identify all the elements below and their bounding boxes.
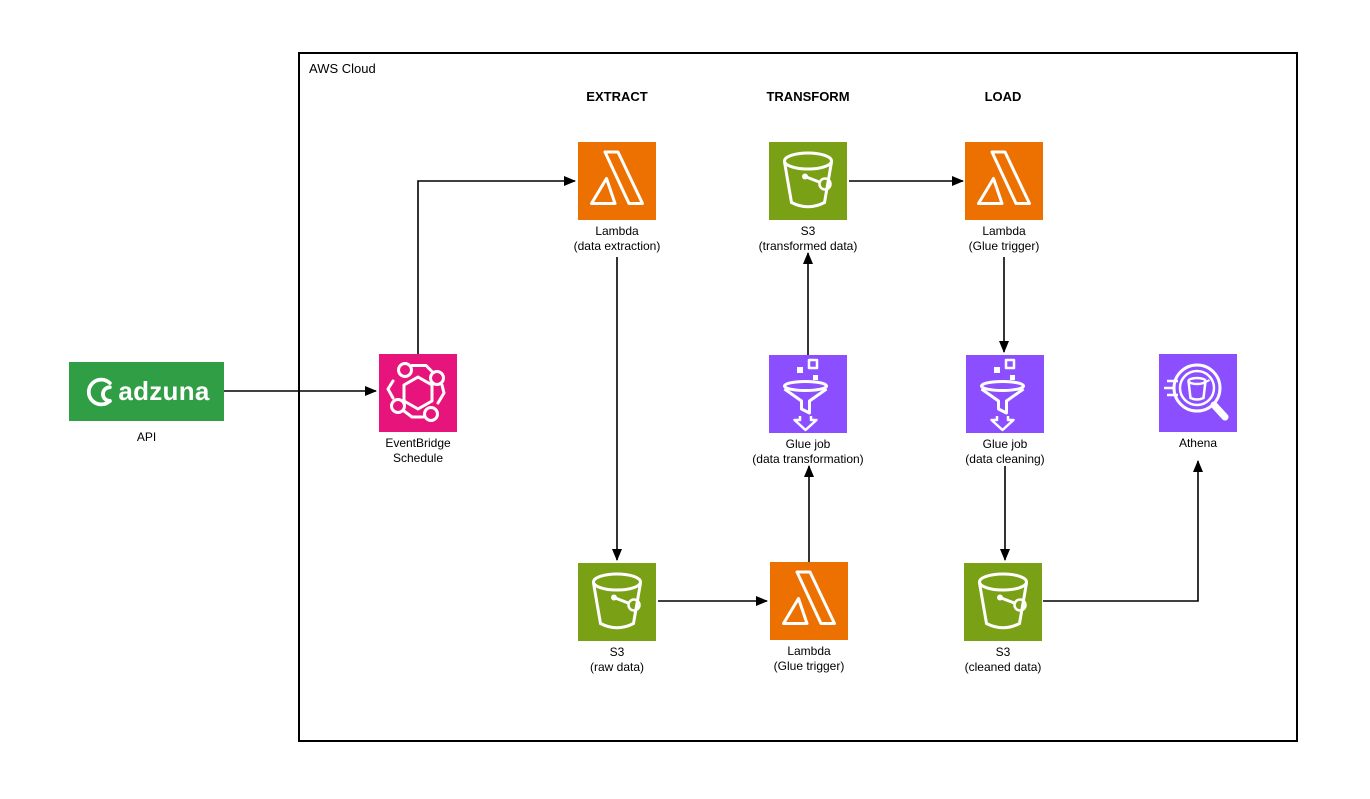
column-header-extract: EXTRACT: [586, 89, 648, 104]
adzuna-swirl-icon: [87, 377, 113, 406]
column-header-transform: TRANSFORM: [766, 89, 850, 104]
node-s3-raw-data: S3(raw data): [532, 563, 702, 675]
node-sublabel: (transformed data): [758, 239, 858, 253]
s3-icon: [578, 563, 656, 641]
node-label: Lambda: [595, 224, 639, 238]
glue-icon: [769, 355, 847, 433]
s3-icon: [769, 142, 847, 220]
column-header-load: LOAD: [984, 89, 1022, 104]
node-sublabel: Schedule: [392, 451, 444, 465]
lambda-icon: [770, 562, 848, 640]
node-sublabel: (raw data): [589, 660, 645, 674]
eventbridge-icon: [379, 354, 457, 432]
node-sublabel: (data cleaning): [965, 452, 1045, 466]
node-label: Lambda: [982, 224, 1026, 238]
lambda-icon: [965, 142, 1043, 220]
node-label: S3: [995, 645, 1011, 659]
node-lambda-data-extraction: Lambda(data extraction): [532, 142, 702, 254]
athena-icon: [1159, 354, 1237, 432]
node-s3-cleaned-data: S3(cleaned data): [918, 563, 1088, 675]
node-label: Glue job: [785, 437, 831, 451]
node-sublabel: (data extraction): [573, 239, 661, 253]
node-s3-transformed-data: S3(transformed data): [723, 142, 893, 254]
node-sublabel: (Glue trigger): [968, 239, 1040, 253]
lambda-icon: [578, 142, 656, 220]
node-label: S3: [609, 645, 625, 659]
node-glue-job-data-transformation: Glue job(data transformation): [723, 355, 893, 467]
aws-cloud-label: AWS Cloud: [309, 61, 376, 76]
node-sublabel: (Glue trigger): [773, 659, 845, 673]
adzuna-logo-box: adzuna: [69, 362, 224, 421]
node-label: Athena: [1178, 436, 1218, 450]
node-athena: Athena: [1113, 354, 1283, 451]
node-label: EventBridge: [385, 436, 451, 450]
node-lambda-glue-trigger-load: Lambda(Glue trigger): [919, 142, 1089, 254]
node-label: Glue job: [982, 437, 1028, 451]
adzuna-logo-text: adzuna: [118, 376, 210, 406]
node-label: Lambda: [787, 644, 831, 658]
node-label: S3: [800, 224, 816, 238]
node-glue-job-data-cleaning: Glue job(data cleaning): [920, 355, 1090, 467]
glue-icon: [966, 355, 1044, 433]
node-lambda-glue-trigger-transform: Lambda(Glue trigger): [724, 562, 894, 674]
node-sublabel: (data transformation): [752, 452, 864, 466]
api-label: API: [136, 430, 157, 444]
node-sublabel: (cleaned data): [964, 660, 1042, 674]
s3-icon: [964, 563, 1042, 641]
